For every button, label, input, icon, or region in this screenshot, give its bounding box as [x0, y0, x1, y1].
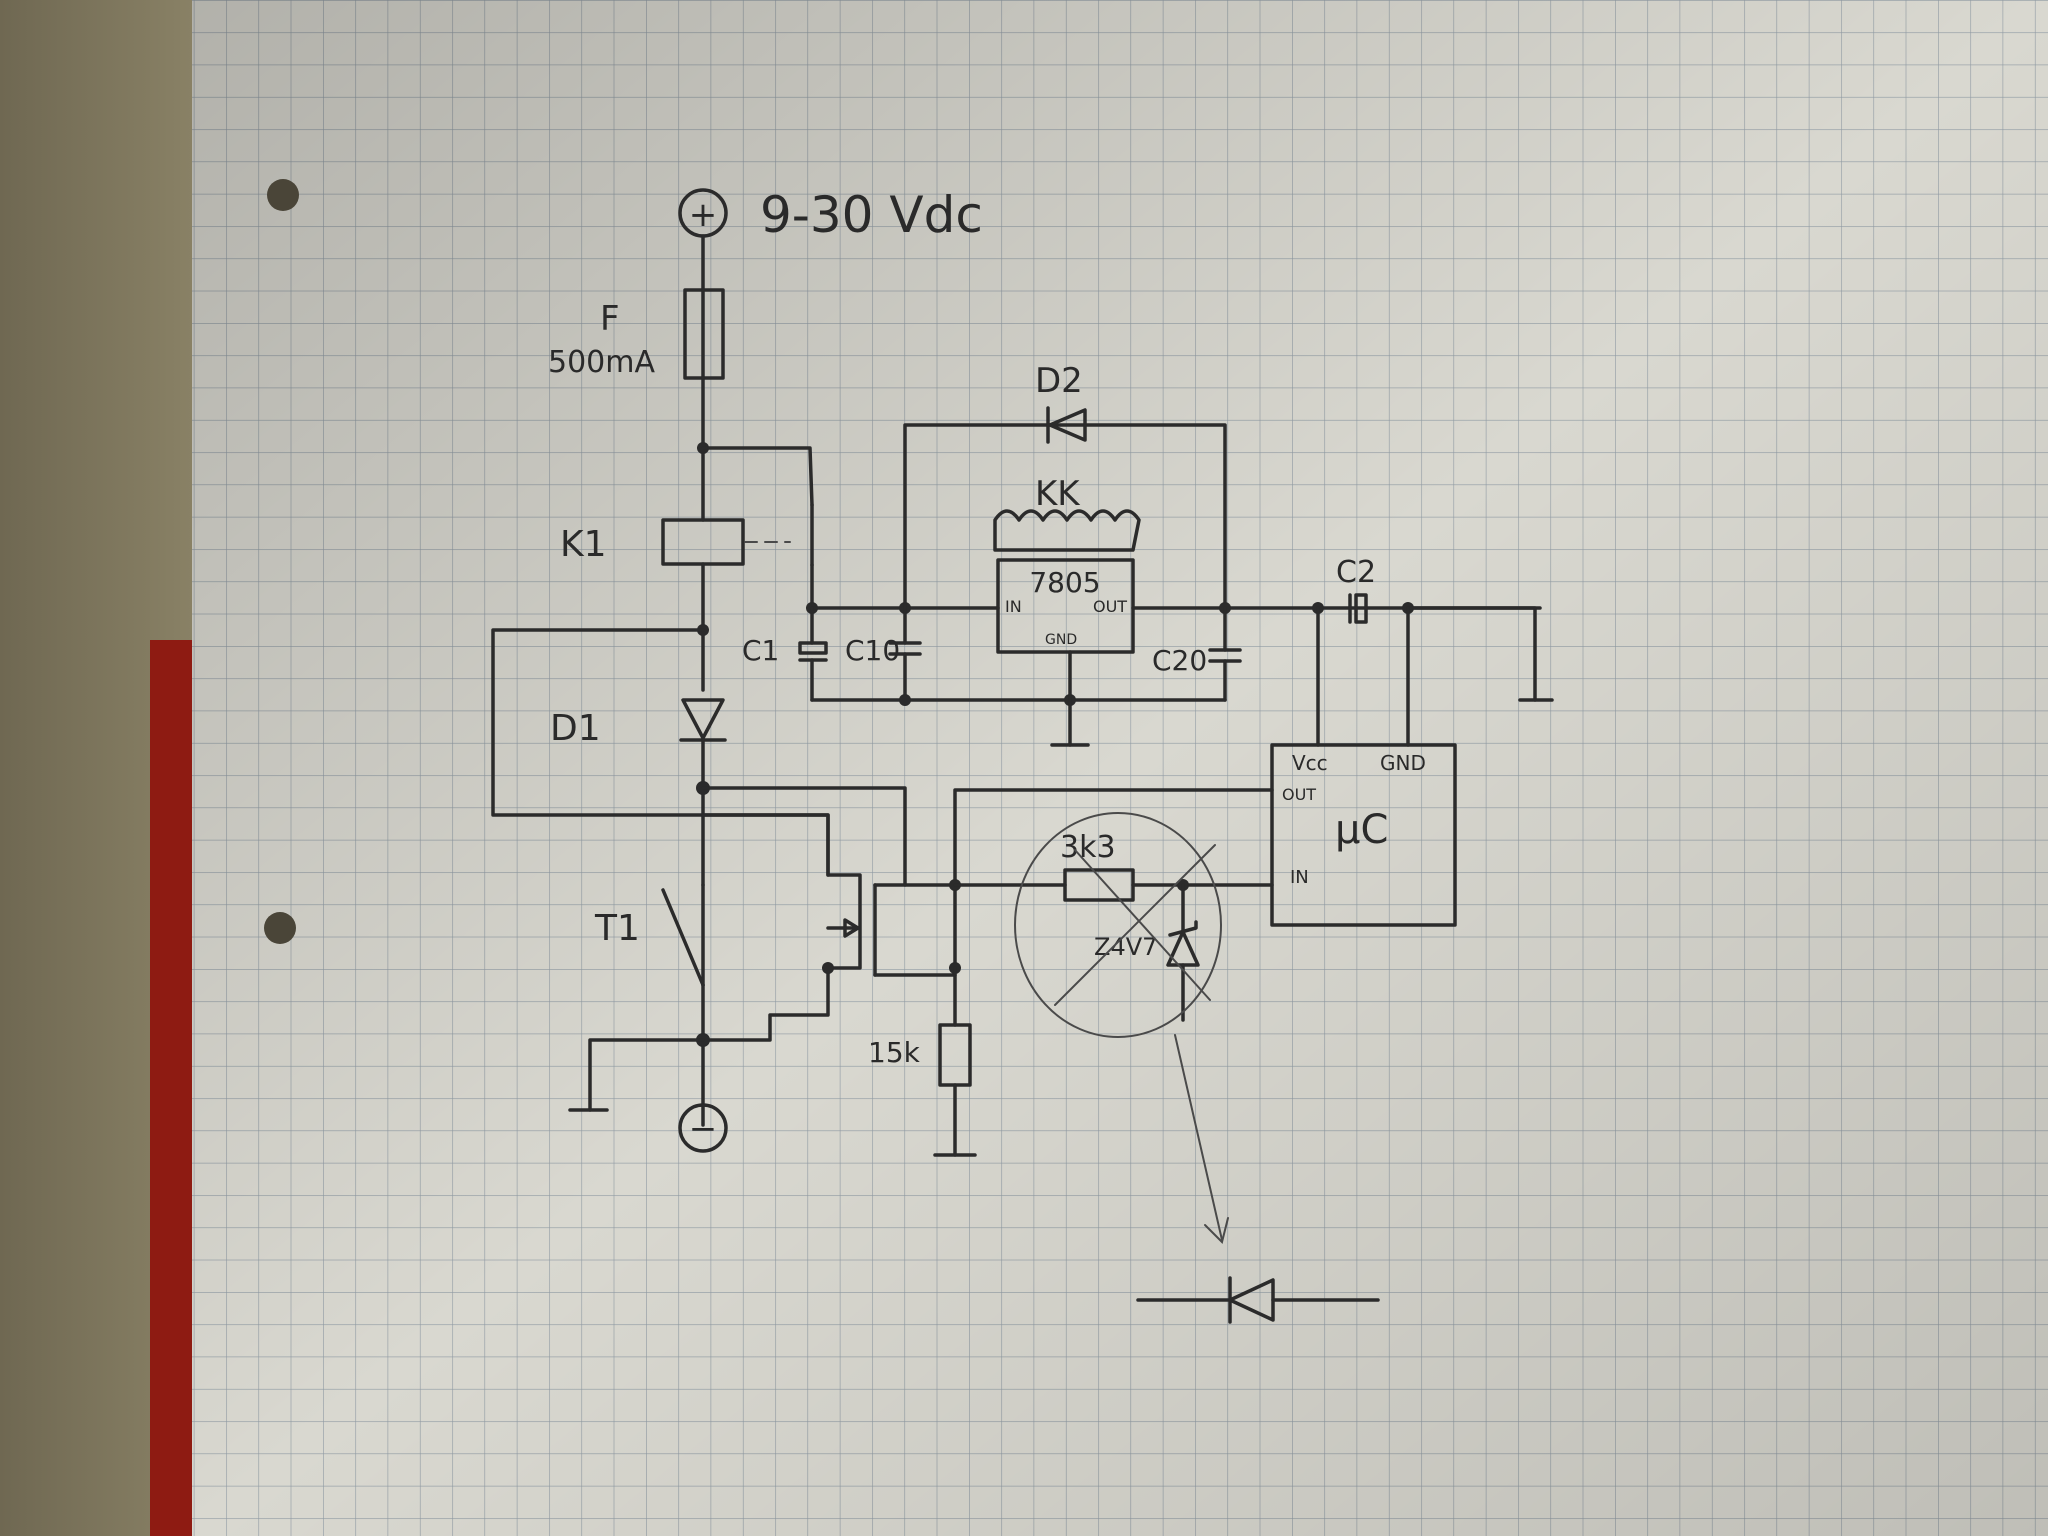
diode-d1-label: D1 — [550, 708, 601, 749]
uc-gnd-pin: GND — [1380, 751, 1426, 775]
capacitor-c1-label: C1 — [742, 634, 779, 667]
heatsink-label: KK — [1035, 474, 1081, 514]
replacement-diode — [1136, 1276, 1380, 1324]
mosfet — [701, 813, 957, 1042]
microcontroller — [1270, 743, 1457, 927]
diode-d2-label: D2 — [1035, 361, 1083, 401]
capacitor-c20 — [1208, 606, 1242, 702]
regulator-part-label: 7805 — [1029, 566, 1100, 599]
capacitor-c1 — [798, 606, 828, 702]
fuse-rating-label: 500mA — [548, 345, 655, 380]
switch-t1 — [661, 888, 705, 987]
zener-diode — [1166, 883, 1200, 1022]
uc-in-pin: IN — [1290, 867, 1309, 888]
capacitor-c10-label: C10 — [845, 634, 900, 667]
negative-terminal: − — [678, 1103, 728, 1153]
fuse-label: F — [600, 299, 620, 339]
diode-d2 — [1046, 406, 1087, 444]
capacitor-c10 — [888, 606, 922, 702]
regulator-in-pin: IN — [1005, 597, 1022, 616]
uc-label: µC — [1335, 807, 1388, 853]
regulator-gnd-pin: GND — [1045, 632, 1077, 648]
heatsink-kk — [993, 509, 1141, 552]
switch-label: T1 — [594, 908, 640, 949]
binder-cover — [150, 640, 200, 1536]
correction-circle — [1014, 812, 1222, 1038]
uc-vcc-pin: Vcc — [1292, 751, 1328, 775]
minus-symbol: − — [689, 1109, 718, 1149]
capacitor-c20-label: C20 — [1152, 644, 1207, 677]
regulator-out-pin: OUT — [1093, 597, 1127, 616]
resistor-15k-label: 15k — [868, 1036, 921, 1069]
supply-voltage-label: 9-30 Vdc — [760, 186, 983, 244]
punch-hole-bottom — [264, 912, 296, 944]
capacitor-c2-label: C2 — [1336, 555, 1376, 590]
resistor-3k3-label: 3k3 — [1060, 830, 1116, 865]
correction-arrow — [1174, 1034, 1223, 1241]
punch-hole-top — [267, 179, 299, 211]
paper-shading — [192, 0, 2048, 1536]
uc-out-pin: OUT — [1282, 785, 1316, 804]
capacitor-c2 — [1348, 593, 1368, 624]
relay-label: K1 — [560, 524, 607, 565]
plus-symbol: + — [689, 195, 718, 235]
regulator-7805 — [996, 558, 1135, 654]
